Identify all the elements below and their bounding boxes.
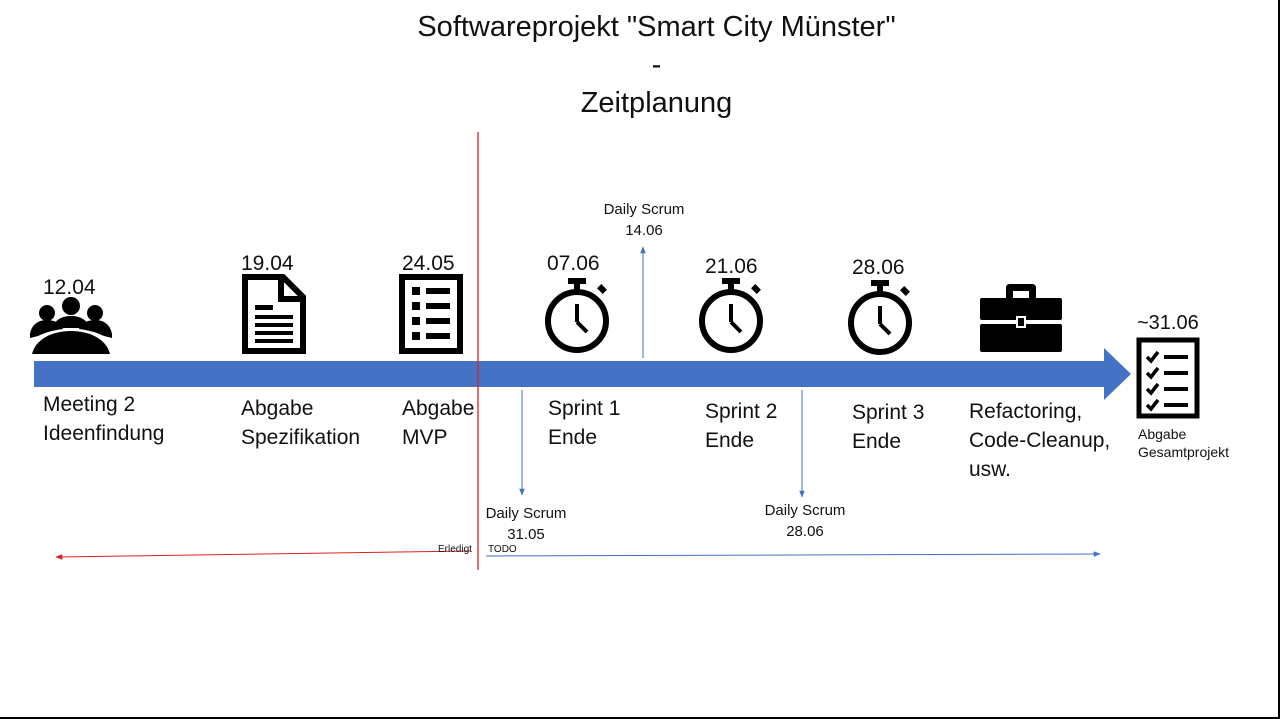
- milestone-label: Meeting 2 Ideenfindung: [43, 393, 165, 445]
- milestone-label: Sprint 3 Ende: [852, 401, 925, 453]
- timeline-arrow: [34, 348, 1131, 400]
- milestone-date: 19.04: [241, 252, 294, 275]
- milestone-label: Sprint 2 Ende: [705, 400, 778, 452]
- milestone-date: ~31.06: [1137, 312, 1199, 334]
- stopwatch-icon: [696, 278, 766, 354]
- list-document-icon: [398, 273, 464, 355]
- checklist-icon: [1136, 337, 1200, 419]
- milestone-date: 07.06: [547, 252, 600, 275]
- stopwatch-icon: [542, 278, 612, 354]
- milestone-date: 12.04: [43, 276, 96, 299]
- title-separator: -: [651, 49, 662, 81]
- page-title: Softwareprojekt "Smart City Münster": [417, 11, 896, 43]
- meeting-group-icon: [30, 296, 112, 354]
- milestone-label: Abgabe Spezifikation: [241, 397, 361, 449]
- page-subtitle: Zeitplanung: [580, 87, 733, 119]
- done-range-arrow: [55, 550, 471, 560]
- done-label: Erledigt: [438, 544, 472, 555]
- milestone-label: Refactoring, Code-Cleanup, usw.: [969, 400, 1111, 481]
- daily-scrum-label: Daily Scrum 31.05: [485, 505, 567, 543]
- milestone-label: Abgabe Gesamtprojekt: [1138, 426, 1230, 460]
- daily-scrum-label: Daily Scrum 14.06: [603, 201, 685, 239]
- briefcase-icon: [980, 284, 1062, 352]
- todo-label: TODO: [488, 544, 517, 555]
- milestone-date: 24.05: [402, 252, 455, 275]
- milestone-label: Abgabe MVP: [402, 397, 475, 449]
- daily-scrum-label: Daily Scrum 28.06: [764, 502, 846, 540]
- todo-range-arrow: [485, 551, 1101, 557]
- milestone-date: 28.06: [852, 256, 905, 279]
- stopwatch-icon: [845, 280, 915, 356]
- milestone-label: Sprint 1 Ende: [548, 397, 621, 449]
- milestone-date: 21.06: [705, 255, 758, 278]
- document-icon: [241, 273, 307, 355]
